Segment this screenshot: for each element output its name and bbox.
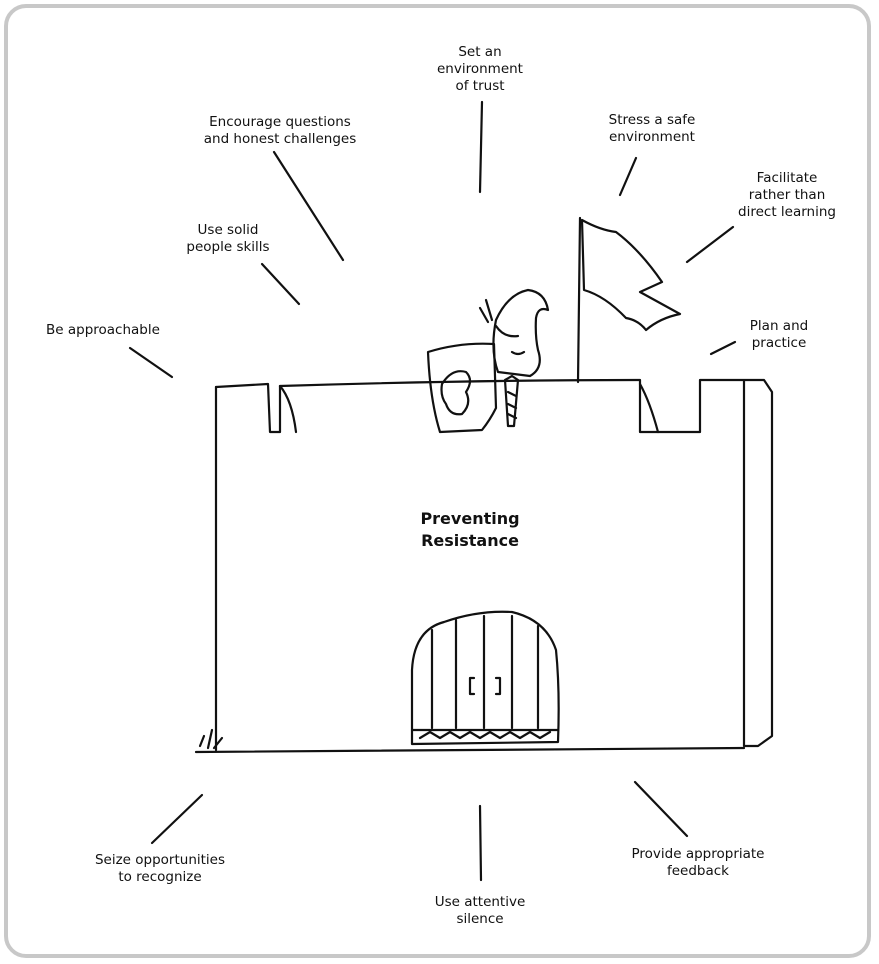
label-seize-opportunities: Seize opportunities to recognize	[60, 852, 260, 886]
diagram-title: Preventing Resistance	[400, 508, 540, 552]
label-set-environment-trust: Set an environment of trust	[420, 44, 540, 95]
pointer-plan-practice	[711, 342, 735, 354]
label-be-approachable: Be approachable	[46, 322, 160, 339]
title-line-2: Resistance	[400, 530, 540, 552]
label-use-solid-people-skills: Use solid people skills	[158, 222, 298, 256]
pointer-safe-environment	[620, 158, 636, 195]
label-provide-feedback: Provide appropriate feedback	[603, 846, 793, 880]
pointer-people-skills	[262, 264, 299, 304]
label-plan-and-practice: Plan and practice	[734, 318, 824, 352]
castle-door	[412, 612, 559, 744]
pointer-be-approachable	[130, 348, 172, 377]
label-encourage-questions: Encourage questions and honest challenge…	[190, 114, 370, 148]
character	[480, 290, 548, 426]
label-use-attentive-silence: Use attentive silence	[405, 894, 555, 928]
pointer-seize	[152, 795, 202, 843]
pointer-trust	[480, 102, 482, 192]
label-stress-safe-environment: Stress a safe environment	[592, 112, 712, 146]
pointer-facilitate	[687, 227, 733, 262]
flag	[578, 218, 680, 382]
title-line-1: Preventing	[400, 508, 540, 530]
label-facilitate-learning: Facilitate rather than direct learning	[722, 170, 852, 221]
pointer-attentive-silence	[480, 806, 481, 880]
shield	[428, 344, 496, 432]
pointer-lines	[130, 102, 735, 880]
pointer-feedback	[635, 782, 687, 836]
